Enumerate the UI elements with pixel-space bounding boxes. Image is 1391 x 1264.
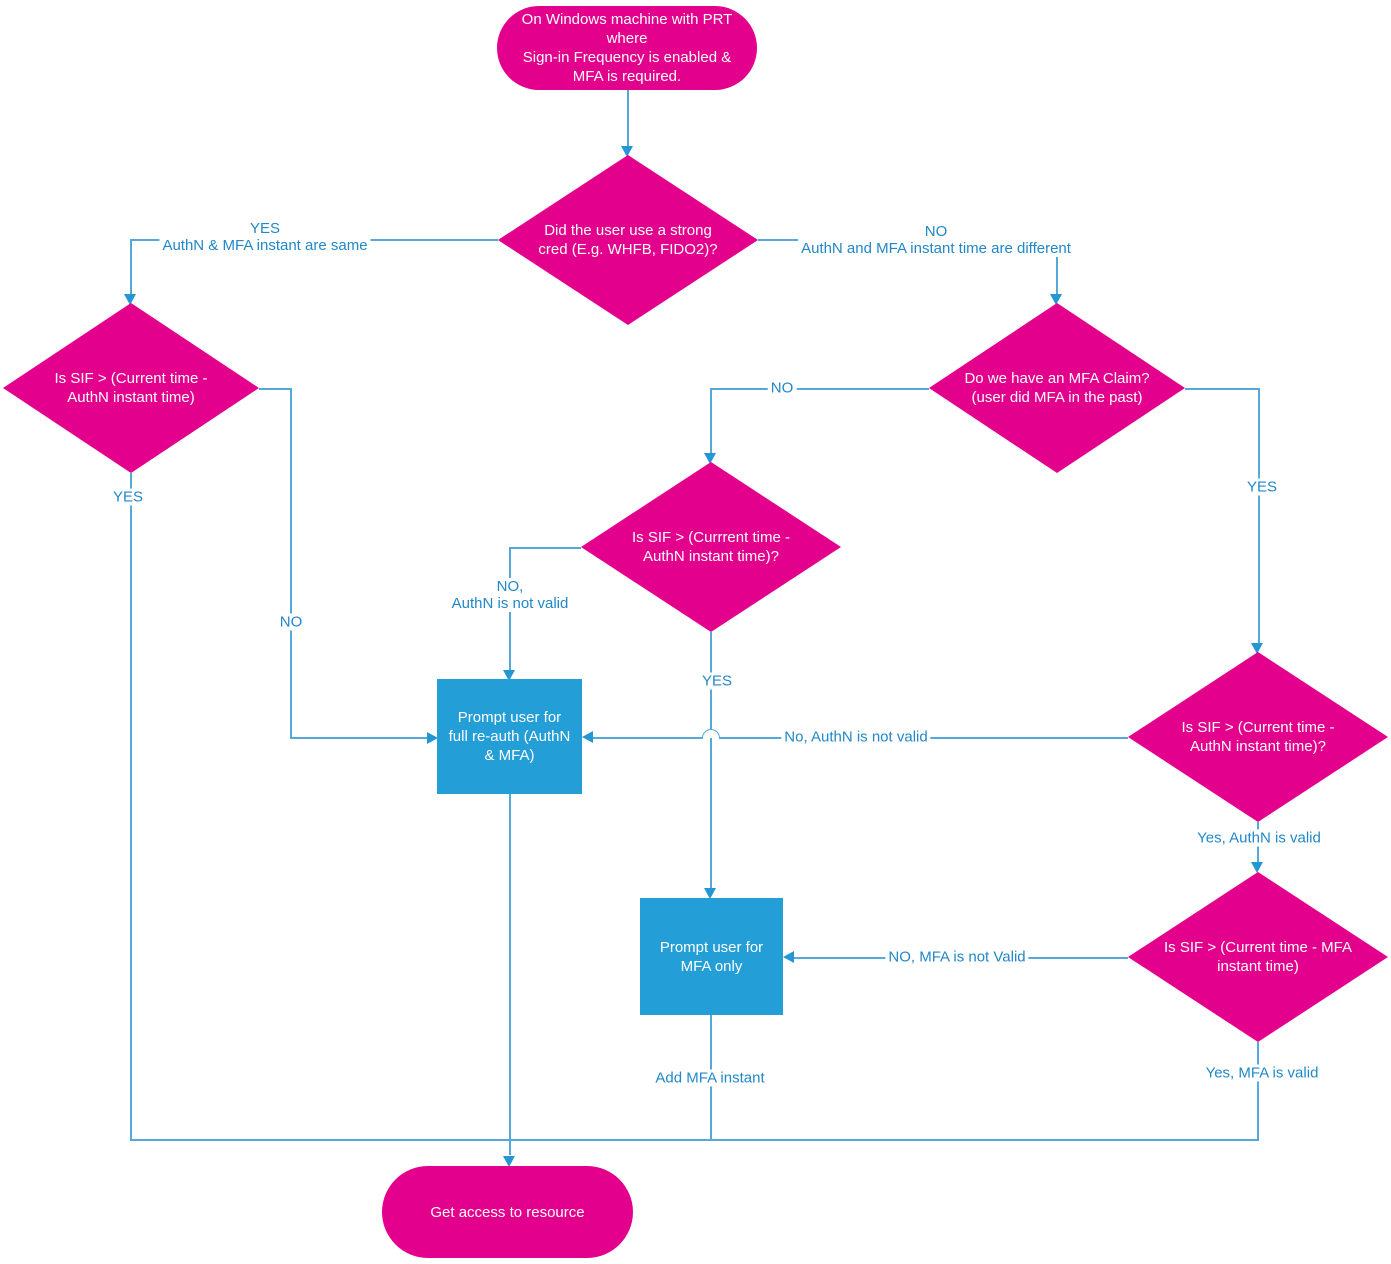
edge-sifleft-yes-down bbox=[130, 473, 132, 1140]
edge-mfaclaim-yes-v bbox=[1258, 388, 1260, 644]
arrowhead-into-mfaonly-top bbox=[704, 888, 716, 899]
arrowhead-into-mfaclaim bbox=[1050, 294, 1062, 305]
arrowhead-into-sifleft bbox=[124, 294, 136, 305]
arrowhead-into-sifmid bbox=[704, 453, 716, 464]
node-start: On Windows machine with PRT where Sign-i… bbox=[497, 6, 757, 90]
node-strong-cred-decision: Did the user use a strong cred (E.g. WHF… bbox=[498, 155, 758, 325]
label-yes-left: YES bbox=[109, 488, 147, 506]
edge-sifleft-no-h1 bbox=[259, 388, 291, 390]
arrowhead-into-reauth-left bbox=[427, 732, 438, 744]
arrowhead-into-end bbox=[503, 1156, 515, 1167]
edge-mfaclaim-no-h bbox=[711, 388, 929, 390]
node-sif-authn-mid-decision: Is SIF > (Currrent time - AuthN instant … bbox=[581, 462, 841, 632]
edge-hop-bridge bbox=[702, 729, 720, 738]
arrowhead-into-strongcred bbox=[621, 146, 633, 157]
arrowhead-into-reauth-top bbox=[503, 670, 515, 681]
label-no-mid: NO bbox=[767, 379, 797, 397]
edge-yes-vertical bbox=[130, 239, 132, 295]
node-sif-authn-right-decision: Is SIF > (Current time - AuthN instant t… bbox=[1128, 652, 1388, 822]
edge-sifmid-yes-v bbox=[710, 632, 712, 889]
edge-mfaclaim-no-v bbox=[710, 388, 712, 454]
edge-sifright-no-h1 bbox=[587, 737, 703, 739]
node-sif-mfa-decision: Is SIF > (Current time - MFA instant tim… bbox=[1128, 872, 1388, 1042]
edge-sifleft-no-v bbox=[290, 388, 292, 738]
label-no-mfa-not-valid: NO, MFA is not Valid bbox=[885, 948, 1029, 966]
label-yes-authn-valid: Yes, AuthN is valid bbox=[1194, 829, 1324, 847]
label-yes-mid: YES bbox=[698, 672, 736, 690]
label-no-different: NO AuthN and MFA instant time are differ… bbox=[798, 223, 1074, 257]
edge-sifleft-no-h2 bbox=[290, 737, 429, 739]
arrowhead-into-mfaonly-right bbox=[783, 951, 794, 963]
label-yes-mfa-valid: Yes, MFA is valid bbox=[1202, 1064, 1322, 1082]
label-yes-same: YES AuthN & MFA instant are same bbox=[159, 220, 371, 254]
edge-sifmfa-yes-v bbox=[1257, 1042, 1259, 1140]
node-sif-authn-left-decision: Is SIF > (Current time - AuthN instant t… bbox=[3, 303, 259, 473]
arrowhead-into-sifmfa bbox=[1251, 862, 1263, 873]
arrowhead-into-sifright bbox=[1251, 643, 1263, 654]
arrowhead-into-reauth-right bbox=[582, 731, 593, 743]
node-full-reauth-action: Prompt user for full re-auth (AuthN & MF… bbox=[437, 679, 582, 794]
edge-mfaclaim-yes-h bbox=[1185, 388, 1259, 390]
edge-no-vertical bbox=[1056, 239, 1058, 295]
edge-start-to-strongcred bbox=[627, 88, 629, 148]
label-no-authn-not-valid-right: No, AuthN is not valid bbox=[781, 728, 931, 746]
label-yes-right: YES bbox=[1243, 478, 1281, 496]
label-no-left: NO bbox=[276, 613, 306, 631]
edge-sifmid-no-h bbox=[510, 547, 581, 549]
label-add-mfa-instant: Add MFA instant bbox=[652, 1069, 768, 1087]
node-mfa-claim-decision: Do we have an MFA Claim? (user did MFA i… bbox=[929, 303, 1185, 473]
node-end: Get access to resource bbox=[382, 1166, 633, 1258]
edge-collector bbox=[130, 1139, 1259, 1141]
node-mfa-only-action: Prompt user for MFA only bbox=[640, 898, 783, 1015]
edge-reauth-to-end bbox=[509, 794, 511, 1155]
label-no-authn-not-valid-mid: NO, AuthN is not valid bbox=[448, 578, 572, 612]
